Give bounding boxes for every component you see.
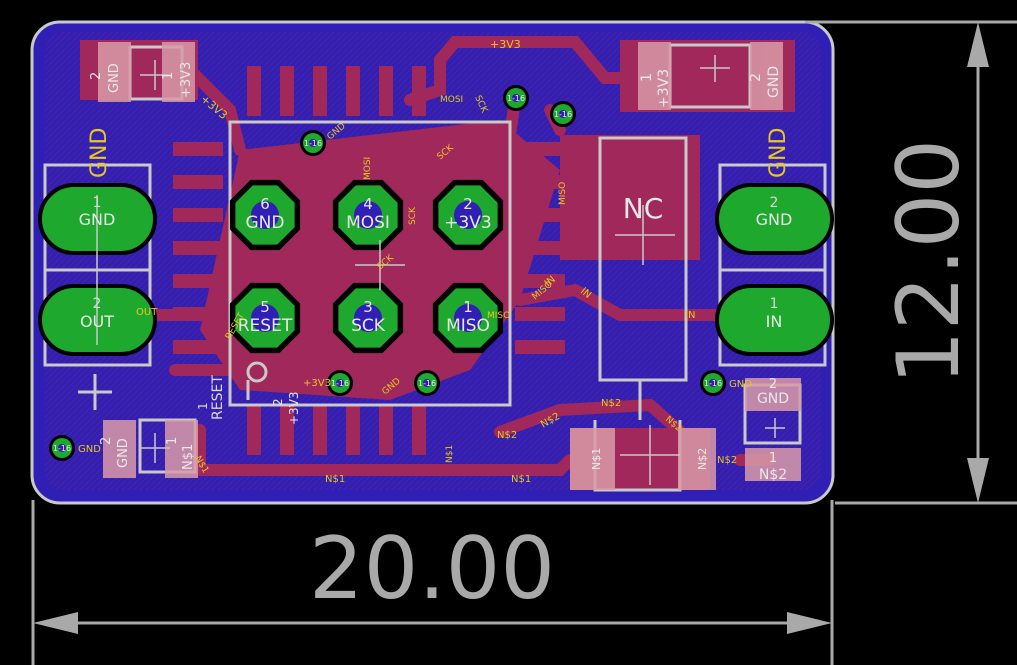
header-pad-hole (251, 304, 279, 332)
via-label: 1-16 (304, 139, 322, 148)
via-hole (512, 94, 520, 102)
header-pad-hole (454, 201, 482, 229)
r-3v3: +3V3 (287, 391, 301, 425)
cap1-pin-2: 2 (89, 72, 104, 80)
gnd-label-right: GND (766, 128, 791, 178)
net-ns1-3: N$1 (445, 445, 455, 463)
chip-pads (173, 66, 565, 455)
right-pin-name-1: IN (766, 312, 783, 331)
via-label: 1-16 (554, 110, 572, 119)
cap1-3v3: +3V3 (179, 62, 194, 98)
vias: 1-16 1-16 1-16 1-16 1-16 1-16 1-16 (49, 85, 726, 461)
gnd-label-left: GND (87, 128, 112, 178)
cap2-3v3: +3V3 (656, 69, 672, 108)
cap2-gnd: GND (766, 66, 782, 98)
r-pin-2: 2 (271, 398, 285, 406)
cap4-pin-1: 1 (769, 451, 777, 466)
net-ns2-5: N$2 (717, 455, 737, 466)
reset-silk-label: RESET (210, 375, 226, 420)
net-3v3-top: +3V3 (490, 38, 521, 51)
net-sck-mid2: SCK (408, 206, 418, 225)
cap4-gnd: GND (757, 391, 789, 407)
header-pin-name: +3V3 (444, 213, 492, 233)
net-miso-low: MISO (487, 311, 510, 321)
ind-ns2: N$2 (696, 448, 709, 470)
cap3-ns1: N$1 (181, 444, 196, 470)
cap4-ns2: N$2 (759, 467, 787, 483)
dimension-lines (31, 20, 1017, 665)
via-hole (709, 379, 717, 387)
cap3-pin-2: 2 (99, 437, 114, 445)
header-pin-number: 3 (363, 298, 373, 316)
header-pin-name: GND (246, 213, 285, 233)
header-pin-name: SCK (351, 316, 386, 336)
cap3-pin-1: 1 (165, 437, 180, 445)
net-gnd-via-left: GND (78, 444, 101, 455)
via-label: 1-16 (704, 379, 722, 388)
header-pad-hole (354, 304, 382, 332)
via-hole (309, 139, 317, 147)
passive-pads (98, 42, 801, 490)
via-hole (336, 379, 344, 387)
net-mosi-mid: MOSI (363, 157, 373, 180)
ind-ns1: N$1 (590, 448, 603, 470)
via-label: 1-16 (53, 444, 71, 453)
cap1-gnd: GND (107, 63, 122, 93)
right-pin-number-1: 1 (770, 296, 779, 312)
header-pin-number: 1 (463, 298, 473, 316)
header-pad-hole (354, 201, 382, 229)
right-pin-name-2: GND (756, 210, 793, 229)
via-hole (559, 110, 567, 118)
via-label: 1-16 (331, 379, 349, 388)
header-pin-name: MISO (446, 316, 490, 336)
left-pin-number-2: 2 (93, 296, 102, 312)
net-ns1-2: N$1 (511, 474, 531, 485)
net-ns1-1: N$1 (325, 474, 345, 485)
header-pin-number: 6 (260, 195, 270, 213)
via-hole (58, 444, 66, 452)
net-ns2-3: N$2 (601, 398, 621, 409)
left-pin-name-1: GND (79, 210, 116, 229)
header-pad-hole (251, 201, 279, 229)
left-pin-name-2: OUT (80, 312, 114, 331)
cap4-pin-2: 2 (769, 377, 777, 392)
width-dimension: 20.00 (309, 519, 555, 619)
net-3v3-low: +3V3 (303, 378, 331, 389)
reset-silk-pin: 1 (196, 402, 210, 410)
cap2-pin-2: 2 (748, 73, 764, 82)
cap1-pin-1: 1 (161, 72, 176, 80)
header-pin-name: MOSI (346, 213, 390, 233)
header-pin-number: 5 (260, 298, 270, 316)
chip-label: NC (623, 192, 664, 225)
right-pin-number-2: 2 (770, 195, 779, 211)
net-gnd-via-right: GND (729, 379, 752, 390)
left-pin-number-1: 1 (93, 195, 102, 211)
via-label: 1-16 (418, 379, 436, 388)
header-pad-hole (454, 304, 482, 332)
cap3-gnd: GND (116, 438, 131, 468)
via-hole (423, 379, 431, 387)
net-in-3: IN (685, 310, 695, 321)
cap2-pin-1: 1 (639, 73, 655, 82)
height-dimension: 12.00 (879, 139, 979, 385)
header-pin-number: 4 (363, 195, 373, 213)
header-pin-name: RESET (238, 316, 293, 336)
net-mosi-top: MOSI (440, 95, 463, 105)
net-miso-right: MISO (558, 182, 568, 205)
header-pin-number: 2 (463, 195, 473, 213)
net-out: OUT (136, 307, 158, 318)
via-label: 1-16 (507, 94, 525, 103)
net-ns2-1: N$2 (497, 430, 517, 441)
